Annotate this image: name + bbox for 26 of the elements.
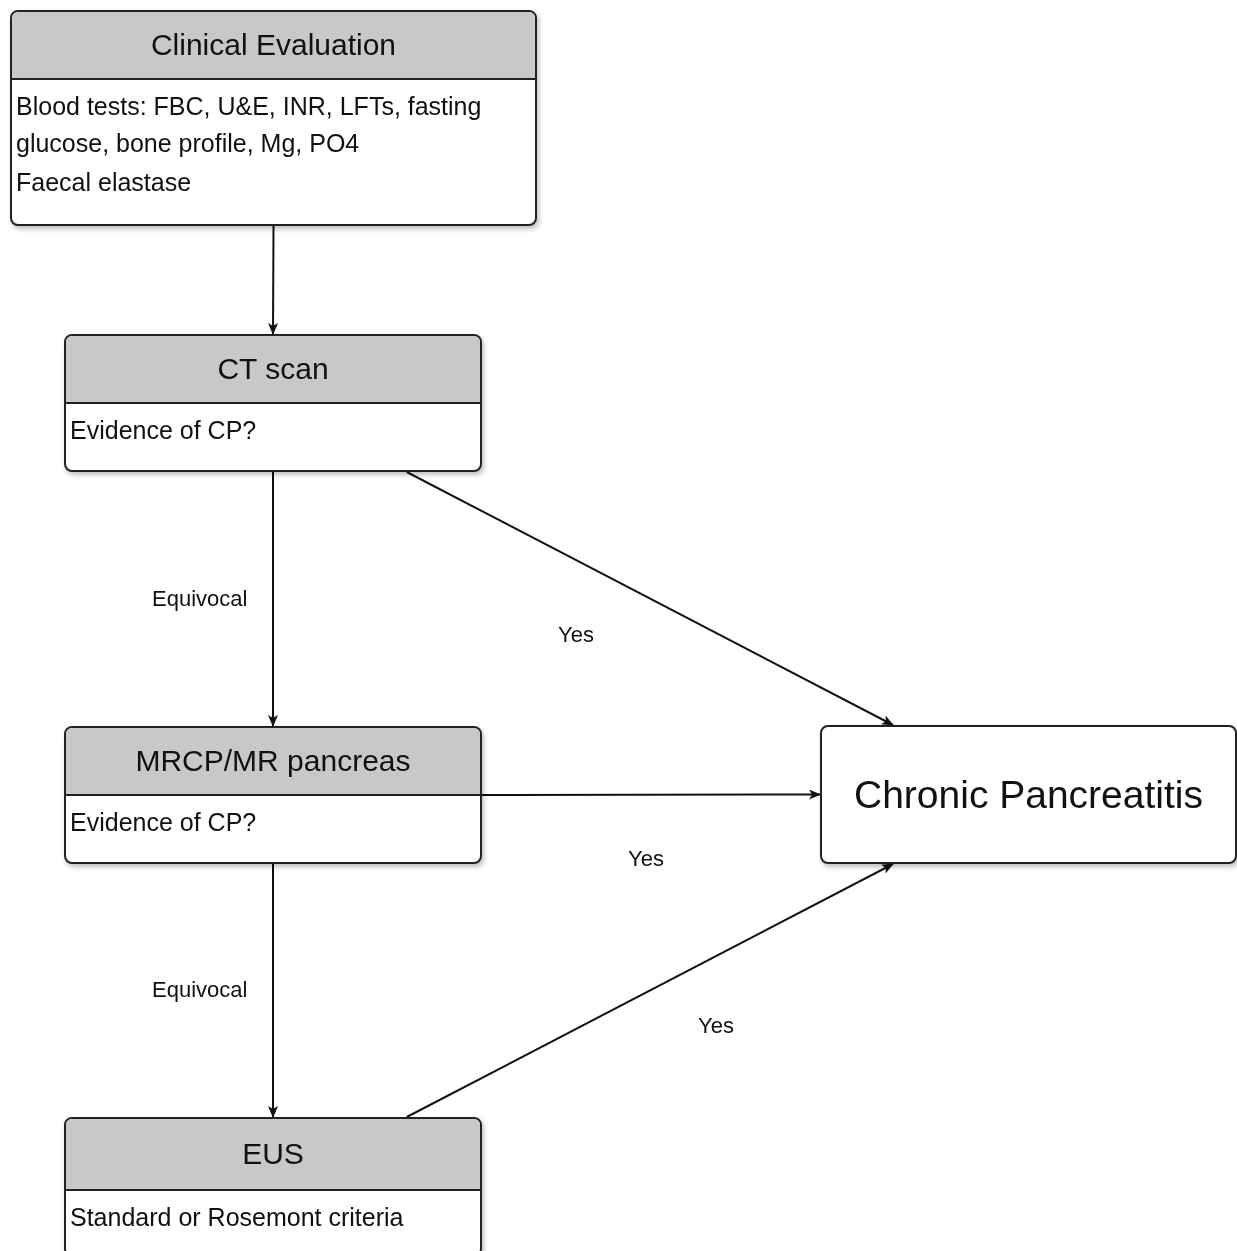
process-box <box>64 726 482 864</box>
outcome-text: Chronic Pancreatitis <box>854 772 1203 817</box>
edge-label: Yes <box>628 846 664 872</box>
box-text: Standard or Rosemont criteria <box>70 1202 405 1233</box>
box-heading: Clinical Evaluation <box>12 12 535 80</box>
arrow <box>268 225 279 335</box>
box-heading: MRCP/MR pancreas <box>66 728 480 796</box>
arrow <box>268 471 278 727</box>
box-text: Blood tests: FBC, U&E, INR, LFTs, fasting glucose, bone profile, Mg, PO4 <box>16 91 483 159</box>
box-text: Evidence of CP? <box>70 415 258 446</box>
process-box <box>64 334 482 472</box>
box-heading: CT scan <box>66 336 480 404</box>
edge-label: Equivocal <box>152 586 248 612</box>
arrow <box>405 471 894 726</box>
process-box <box>64 1117 482 1251</box>
arrow <box>268 863 278 1118</box>
process-box <box>10 10 537 226</box>
box-text: Faecal elastase <box>16 167 193 198</box>
edge-label: Yes <box>698 1013 734 1039</box>
process-box <box>820 725 1237 864</box>
arrow <box>481 789 821 800</box>
edge-label: Equivocal <box>152 977 248 1003</box>
box-heading: EUS <box>66 1119 480 1191</box>
arrow <box>405 863 894 1118</box>
box-text: Evidence of CP? <box>70 807 258 838</box>
edge-label: Yes <box>558 622 594 648</box>
